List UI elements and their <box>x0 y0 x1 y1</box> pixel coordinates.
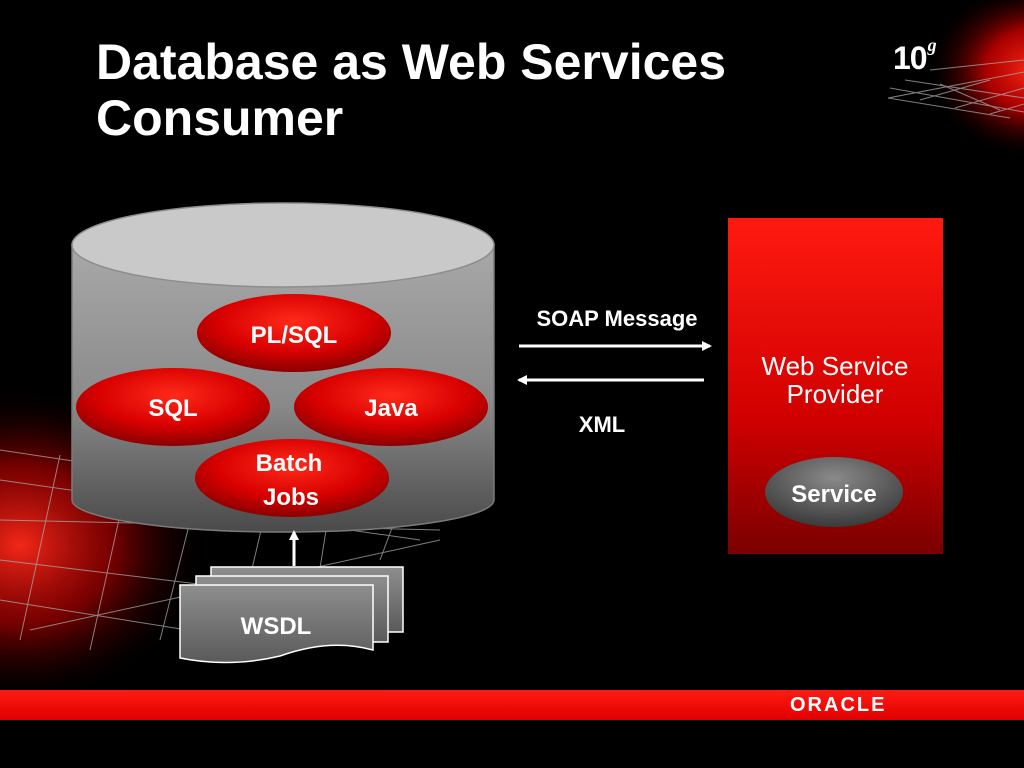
component-java: Java <box>294 368 488 446</box>
title-line-2: Consumer <box>96 90 344 146</box>
version-badge-number: 10 <box>893 40 928 76</box>
component-plsql-label: PL/SQL <box>251 322 338 349</box>
database-top <box>71 202 495 288</box>
database-cylinder <box>71 202 495 533</box>
title-line-1: Database as Web Services <box>96 34 727 90</box>
component-sql-label: SQL <box>148 395 197 422</box>
soap-message-label: SOAP Message <box>536 306 697 331</box>
provider-line-1: Web Service <box>762 351 909 381</box>
footer-bar <box>0 690 1024 720</box>
version-badge-letter: g <box>927 35 937 56</box>
wsdl-page-front <box>179 584 374 664</box>
batch-jobs-line-1: Batch <box>256 450 323 477</box>
provider-line-2: Provider <box>787 379 884 409</box>
service-label: Service <box>791 481 876 508</box>
service-oval <box>765 457 903 527</box>
wsdl-label: WSDL <box>241 613 312 640</box>
xml-label: XML <box>579 412 625 437</box>
grid-top-right <box>887 59 1024 119</box>
slide-title: Database as Web Services Consumer <box>96 34 726 146</box>
batch-jobs-line-2: Jobs <box>263 484 319 511</box>
web-service-provider: Web Service Provider Service <box>728 218 943 554</box>
component-sql: SQL <box>76 368 270 446</box>
wsdl-documents: WSDL <box>179 566 404 664</box>
component-java-label: Java <box>364 395 418 422</box>
glow-top-right <box>925 0 1024 160</box>
component-plsql: PL/SQL <box>197 294 391 372</box>
version-badge: 10g <box>893 35 937 77</box>
component-batch-jobs: Batch Jobs <box>195 439 389 517</box>
oracle-logo: ORACLE <box>790 694 887 716</box>
